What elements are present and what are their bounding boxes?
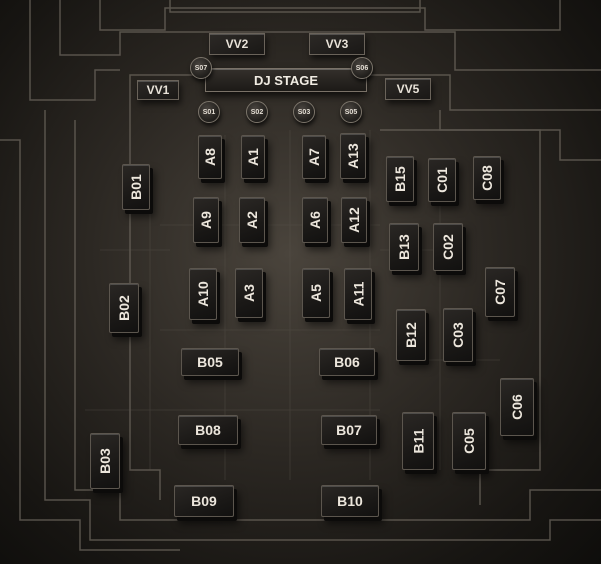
table-a9[interactable]: A9 [193,197,219,243]
table-a1[interactable]: A1 [241,135,265,179]
stool-s03[interactable]: S03 [293,101,315,123]
table-a8[interactable]: A8 [198,135,222,179]
table-c01[interactable]: C01 [428,158,456,202]
table-c08[interactable]: C08 [473,156,501,200]
table-b10[interactable]: B10 [321,485,379,517]
table-b15[interactable]: B15 [386,156,414,202]
table-a13[interactable]: A13 [340,133,366,179]
table-a5[interactable]: A5 [302,268,330,318]
stool-s05[interactable]: S05 [340,101,362,123]
vip-booth-vv5[interactable]: VV5 [385,78,431,100]
table-c07[interactable]: C07 [485,267,515,317]
table-c06[interactable]: C06 [500,378,534,436]
table-b09[interactable]: B09 [174,485,234,517]
table-b03[interactable]: B03 [90,433,120,489]
stool-s01[interactable]: S01 [198,101,220,123]
table-c02[interactable]: C02 [433,223,463,271]
table-b12[interactable]: B12 [396,309,426,361]
table-b13[interactable]: B13 [389,223,419,271]
table-b08[interactable]: B08 [178,415,238,445]
dj-stage[interactable]: DJ STAGE [205,68,367,92]
table-a11[interactable]: A11 [344,268,372,320]
stool-s06[interactable]: S06 [351,57,373,79]
stool-s07[interactable]: S07 [190,57,212,79]
stool-s02[interactable]: S02 [246,101,268,123]
table-b07[interactable]: B07 [321,415,377,445]
vip-booth-vv3[interactable]: VV3 [309,33,365,55]
table-c05[interactable]: C05 [452,412,486,470]
table-b06[interactable]: B06 [319,348,375,376]
table-b01[interactable]: B01 [122,164,150,210]
table-a7[interactable]: A7 [302,135,326,179]
table-b05[interactable]: B05 [181,348,239,376]
table-c03[interactable]: C03 [443,308,473,362]
table-a6[interactable]: A6 [302,197,328,243]
table-b11[interactable]: B11 [402,412,434,470]
vip-booth-vv1[interactable]: VV1 [137,80,179,100]
vip-booth-vv2[interactable]: VV2 [209,33,265,55]
table-a10[interactable]: A10 [189,268,217,320]
table-a2[interactable]: A2 [239,197,265,243]
table-b02[interactable]: B02 [109,283,139,333]
table-a12[interactable]: A12 [341,197,367,243]
table-a3[interactable]: A3 [235,268,263,318]
